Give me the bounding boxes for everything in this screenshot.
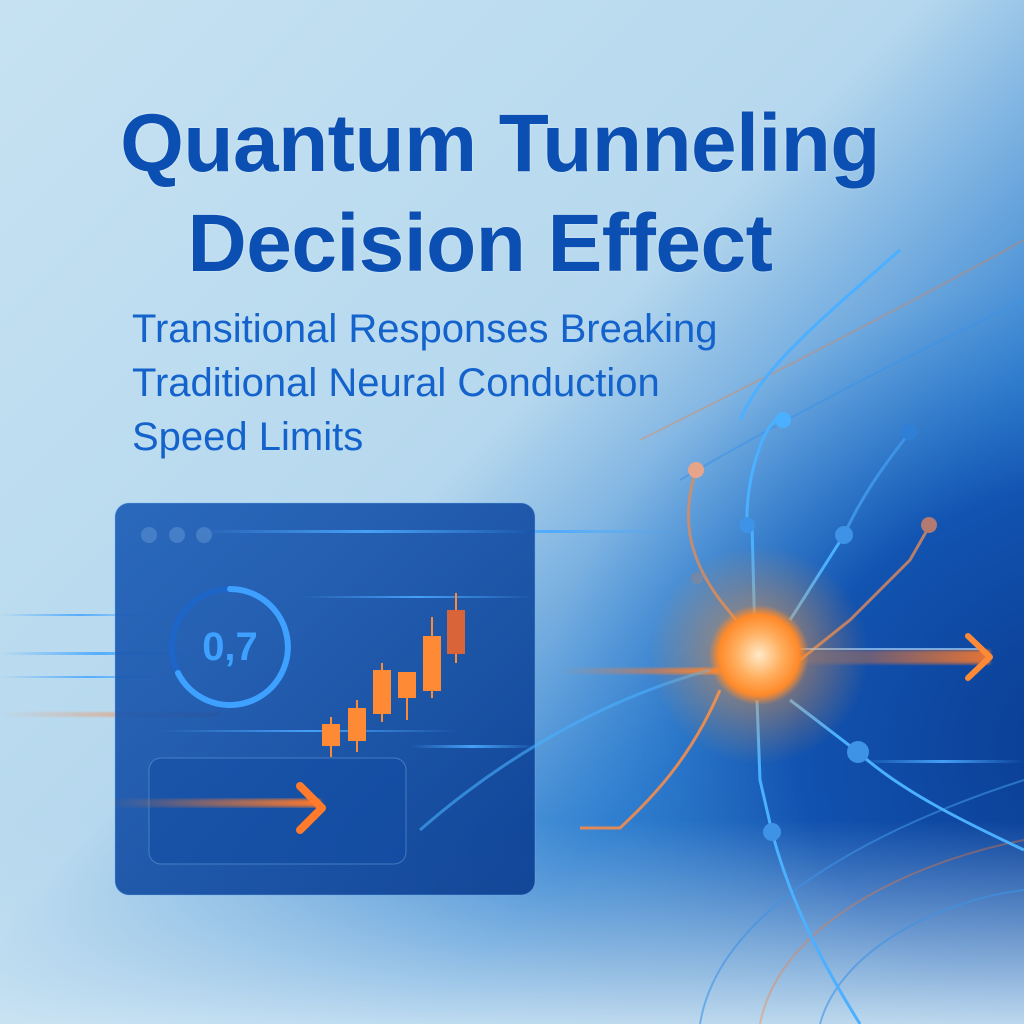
subtitle: Transitional Responses Breaking Traditio…	[132, 302, 718, 464]
title-line-2: Decision Effect	[187, 198, 773, 289]
window-dot-icon	[141, 527, 157, 543]
candlestick-chart	[322, 593, 465, 757]
subtitle-line-2: Traditional Neural Conduction	[132, 361, 660, 405]
glowing-node-icon	[709, 605, 809, 705]
arrow-right-icon	[296, 782, 326, 834]
speed-streaks	[0, 530, 1024, 763]
arrow-right-icon	[965, 633, 993, 681]
subtitle-line-1: Transitional Responses Breaking	[132, 307, 718, 351]
action-box	[148, 757, 407, 865]
window-dot-icon	[196, 527, 212, 543]
dashboard-panel	[110, 502, 536, 896]
gauge-value: 0,7	[202, 624, 258, 669]
window-dot-icon	[169, 527, 185, 543]
title-line-1: Quantum Tunneling	[120, 98, 880, 189]
subtitle-line-3: Speed Limits	[132, 415, 364, 459]
